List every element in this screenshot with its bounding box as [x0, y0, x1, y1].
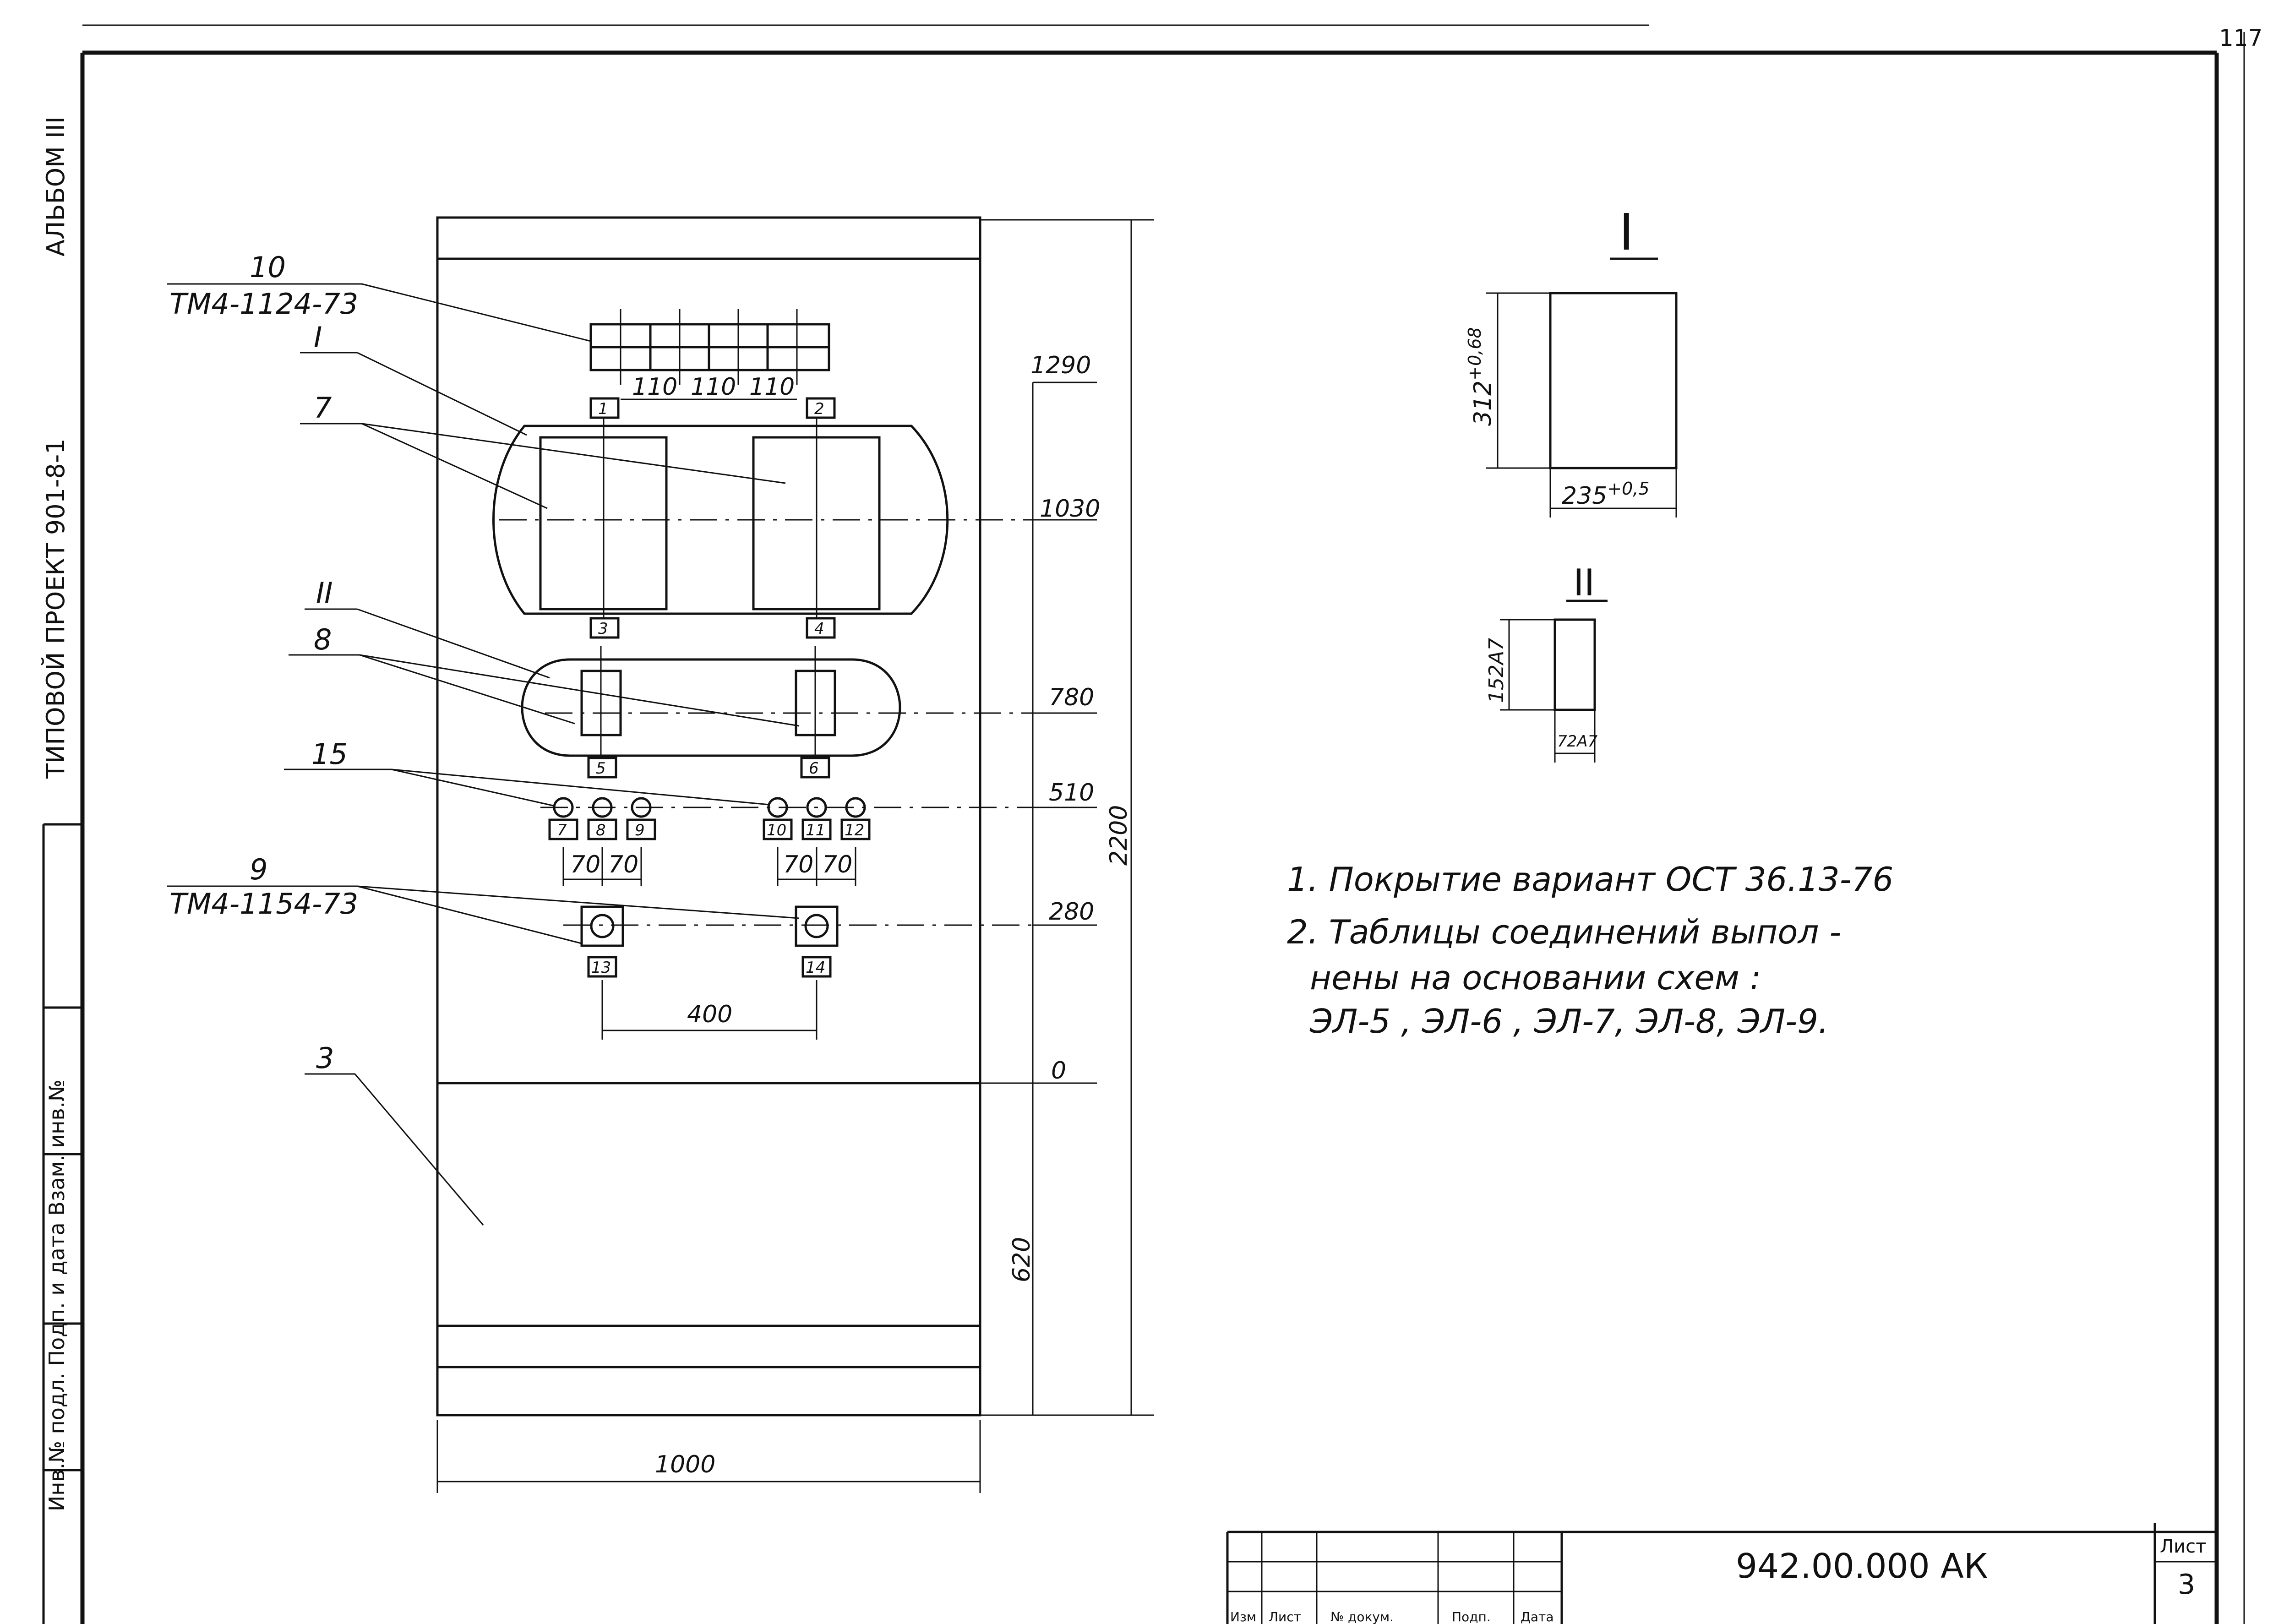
col-date: Дата — [1521, 1609, 1554, 1624]
level-280: 280 — [1049, 898, 1094, 926]
col-izm: Изм — [1230, 1609, 1256, 1624]
callout-10-ref: ТМ4-1124-73 — [169, 287, 358, 321]
switch-row — [563, 905, 1040, 947]
dim-70-a: 70 — [570, 851, 600, 878]
dim-70-b: 70 — [608, 851, 638, 878]
level-dimensions: 1290 1030 780 510 280 0 620 2200 — [980, 219, 1154, 1416]
level-1030: 1030 — [1040, 495, 1100, 523]
dim-110-c: 110 — [749, 373, 795, 401]
tag-14: 14 — [806, 959, 825, 977]
terminal-strip — [589, 309, 830, 385]
dim-400: 400 — [687, 1001, 732, 1028]
tag-10: 10 — [767, 821, 786, 839]
col-list: Лист — [1269, 1609, 1301, 1624]
callout-3: 3 — [316, 1041, 334, 1075]
tag-8: 8 — [596, 821, 606, 839]
level-0: 0 — [1051, 1057, 1066, 1084]
relay-group-II — [521, 646, 1040, 769]
note-2-line-1: 2. Таблицы соединений выпол - — [1287, 913, 1841, 951]
dim-110-b: 110 — [691, 373, 736, 401]
note-2-line-2: нены на основании схем : — [1310, 959, 1761, 997]
level-780: 780 — [1049, 684, 1094, 711]
tag-7: 7 — [557, 821, 567, 839]
dim-110-a: 110 — [632, 373, 677, 401]
callout-II: II — [316, 576, 333, 610]
tag-11: 11 — [806, 821, 825, 839]
dim-2200: 2200 — [1105, 805, 1133, 866]
device-tags: 1 2 3 4 5 6 7 8 9 10 11 12 13 14 — [548, 397, 871, 978]
tag-1: 1 — [598, 400, 608, 418]
tag-5: 5 — [596, 759, 606, 778]
callout-15: 15 — [311, 737, 348, 771]
detail-II-title: II — [1573, 561, 1595, 604]
level-1290: 1290 — [1030, 352, 1091, 379]
dim-1000: 1000 — [655, 1451, 715, 1478]
tag-3: 3 — [598, 620, 608, 638]
tag-6: 6 — [809, 759, 819, 778]
tag-13: 13 — [591, 959, 611, 977]
sheet-number: 3 — [2178, 1569, 2195, 1601]
notes: 1. Покрытие вариант ОСТ 36.13-76 2. Табл… — [1287, 860, 1893, 1041]
callout-7: 7 — [314, 391, 332, 425]
detail-I-title: I — [1619, 203, 1634, 262]
side-project-label: ТИПОВОЙ ПРОЕКТ 901-8-1 — [41, 438, 70, 779]
title-block: Изм Лист № докум. Подп. Дата 942.00.000 … — [1226, 1523, 2217, 1624]
panel-outline — [436, 216, 981, 1417]
level-510: 510 — [1049, 779, 1094, 807]
tag-12: 12 — [845, 821, 864, 839]
detail-I-width: 235+0,5 — [1562, 479, 1650, 510]
col-doc: № докум. — [1330, 1609, 1394, 1624]
note-2-line-3: ЭЛ-5 , ЭЛ-6 , ЭЛ-7, ЭЛ-8, ЭЛ-9. — [1309, 1002, 1829, 1041]
side-album-label: АЛЬБОМ III — [41, 116, 70, 256]
detail-II-width: 72А7 — [1557, 732, 1598, 751]
callouts: 10 ТМ4-1124-73 I 7 II 8 15 9 ТМ4-1154-73… — [167, 251, 800, 1226]
sheet-label: Лист — [2160, 1536, 2206, 1557]
detail-II: II 152А7 72А7 — [1485, 561, 1608, 763]
dim-70-d: 70 — [822, 851, 852, 878]
callout-9: 9 — [250, 853, 267, 886]
corner-mark: 117 — [2219, 25, 2262, 51]
side-strip: АЛЬБОМ III ТИПОВОЙ ПРОЕКТ 901-8-1 Инв.№ … — [41, 116, 82, 1624]
dim-70-c: 70 — [783, 851, 813, 878]
dim-620: 620 — [1008, 1237, 1036, 1282]
meter-group-I — [492, 403, 1040, 627]
tag-4: 4 — [814, 620, 824, 638]
side-inventory-label: Инв.№ подл. Подп. и дата Взам. инв.№ — [44, 1079, 69, 1511]
detail-II-height: 152А7 — [1485, 638, 1508, 703]
horizontal-dimensions: 110 110 110 70 70 70 70 400 1000 — [436, 373, 981, 1493]
tag-2: 2 — [814, 400, 824, 418]
sheet-frame: 11 7 — [80, 24, 2262, 1624]
tag-9: 9 — [635, 821, 645, 839]
callout-I: I — [314, 321, 322, 354]
detail-I: I 312+0,68 235+0,5 — [1465, 203, 1678, 518]
note-1: 1. Покрытие вариант ОСТ 36.13-76 — [1287, 860, 1893, 899]
detail-I-height: 312+0,68 — [1465, 327, 1497, 426]
callout-8: 8 — [314, 623, 332, 656]
drawing-designation: 942.00.000 АК — [1736, 1547, 1988, 1586]
callout-9-ref: ТМ4-1154-73 — [169, 887, 358, 921]
col-sign: Подп. — [1452, 1609, 1491, 1624]
lamp-row — [540, 797, 1040, 818]
callout-10: 10 — [250, 251, 286, 284]
